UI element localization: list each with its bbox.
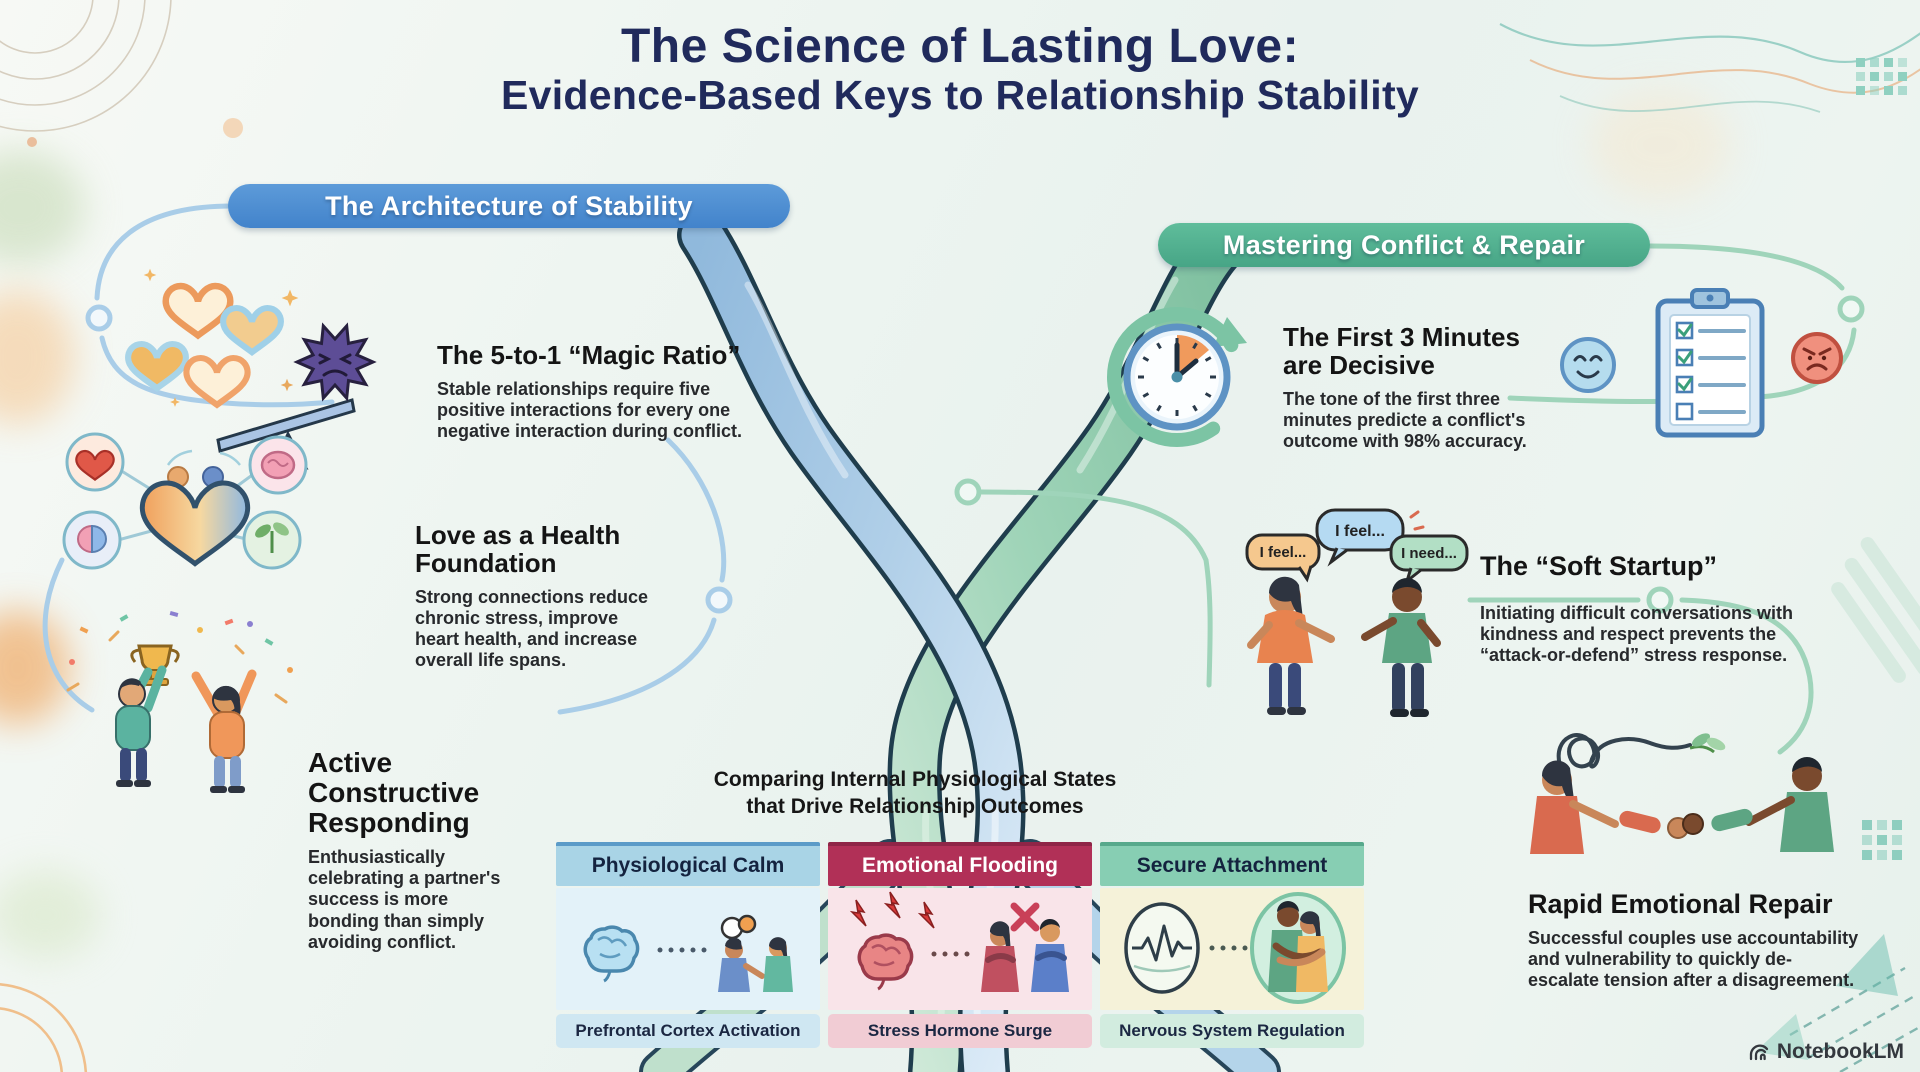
arguing-couple	[981, 902, 1069, 992]
item-heading: The “Soft Startup”	[1480, 551, 1717, 581]
angry-face-icon	[1791, 332, 1843, 384]
connector-node	[954, 478, 982, 506]
celebrating-couple-trophy-icon	[66, 611, 293, 793]
lightning-bolts	[849, 891, 935, 929]
decor-triangle-teal	[1836, 934, 1898, 996]
section-header-label: Mastering Conflict & Repair	[1222, 229, 1586, 260]
decor-blob-sage-bottom	[0, 870, 100, 960]
tangle-to-leaf-handshake-icon	[1530, 733, 1834, 854]
comparison-title-line1: Comparing Internal Physiological States	[713, 768, 1117, 791]
section-header-mastering-conflict-repair: Mastering Conflict & Repair	[1158, 223, 1650, 267]
stressed-brain-icon	[857, 933, 914, 991]
section-header-label: The Architecture of Stability	[325, 190, 693, 221]
item-heading: Rapid Emotional Repair	[1528, 889, 1833, 919]
repair-man-figure	[1745, 757, 1834, 852]
svg-text:I feel...: I feel...	[1260, 544, 1307, 561]
decor-arcs-bottomleft	[0, 983, 88, 1072]
connector-left	[42, 203, 727, 715]
comparison-table: Physiological Calm	[556, 842, 1364, 1048]
watermark: NotebookLM	[1747, 1040, 1904, 1064]
item-body: The tone of the first three minutes pred…	[1283, 388, 1527, 452]
decor-grid-right-top	[1856, 58, 1907, 95]
svg-text:I need...: I need...	[1401, 545, 1457, 562]
talking-man-figure	[1361, 578, 1441, 717]
column-secure-attachment: Secure Attachment	[1100, 842, 1364, 1048]
calm-brain-couple-icon	[583, 914, 793, 992]
column-illustration	[556, 888, 820, 1010]
speech-bubble-orange: I feel...	[1245, 533, 1321, 583]
leaf-sprig	[1689, 733, 1726, 754]
connector-node	[85, 304, 113, 332]
decor-dot-peach	[223, 118, 243, 138]
waveform-hugging-couple-icon	[1124, 892, 1346, 1004]
heart-health-hub-icon	[62, 432, 308, 570]
watermark-label: NotebookLM	[1776, 1040, 1904, 1063]
column-footer: Nervous System Regulation	[1100, 1014, 1364, 1048]
column-header: Emotional Flooding	[828, 842, 1092, 886]
checklist-faces-icon	[1560, 288, 1843, 438]
connector-node	[705, 586, 733, 614]
column-header: Physiological Calm	[556, 842, 820, 886]
decor-dot-small	[27, 137, 37, 147]
svg-text:I feel...: I feel...	[1335, 523, 1385, 540]
item-body: Initiating difficult conversations with …	[1480, 602, 1794, 666]
celebrating-person-right	[191, 669, 257, 793]
celebrating-person-left	[115, 665, 167, 787]
confetti	[66, 611, 293, 704]
page-title-line2: Evidence-Based Keys to Relationship Stab…	[500, 72, 1420, 119]
hugging-couple-bubble	[1250, 892, 1346, 1004]
item-body: Enthusiastically celebrating a partner's…	[308, 846, 501, 952]
item-first-3-minutes: The First 3 Minutes are Decisive The ton…	[1283, 322, 1563, 452]
tangle-scribble	[1556, 733, 1692, 769]
repair-woman-figure	[1530, 760, 1619, 854]
calm-couple	[718, 914, 793, 992]
connector-node	[1646, 586, 1674, 614]
column-illustration	[1100, 888, 1364, 1010]
decor-arcs-topleft	[0, 0, 172, 132]
column-footer: Prefrontal Cortex Activation	[556, 1014, 820, 1048]
item-active-constructive-responding: Active Constructive Responding Enthusias…	[308, 748, 538, 953]
item-body: Strong connections reduce chronic stress…	[415, 586, 649, 671]
item-heading: The First 3 Minutes are Decisive	[1283, 322, 1520, 380]
item-heading: Love as a Health Foundation	[415, 520, 621, 578]
talking-woman-figure	[1247, 576, 1335, 715]
decor-triangle-teal-2	[1755, 1014, 1808, 1060]
decor-dashes-bottomright	[1789, 966, 1920, 1072]
handshake-icon	[1619, 808, 1753, 839]
page-title-line1: The Science of Lasting Love:	[620, 20, 1300, 73]
comparison-title: Comparing Internal Physiological States …	[615, 766, 1215, 821]
decor-blob-cream	[1590, 90, 1730, 200]
connector-node	[1837, 295, 1865, 323]
item-soft-startup: The “Soft Startup” Initiating difficult …	[1480, 552, 1835, 667]
item-body: Successful couples use accountability an…	[1528, 927, 1859, 991]
calm-brain-icon	[583, 925, 640, 983]
item-heading: Active Constructive Responding	[308, 747, 480, 838]
stressed-brain-arguing-couple-icon	[849, 891, 1069, 992]
waveform-icon	[1124, 902, 1200, 994]
page-title: The Science of Lasting Love: Evidence-Ba…	[0, 20, 1920, 120]
item-magic-ratio: The 5-to-1 “Magic Ratio” Stable relation…	[437, 340, 777, 443]
three-minute-clock-icon	[1107, 307, 1247, 447]
column-physiological-calm: Physiological Calm	[556, 842, 820, 1048]
column-emotional-flooding: Emotional Flooding	[828, 842, 1092, 1048]
clipboard-checklist-icon	[1655, 288, 1765, 438]
column-illustration	[828, 888, 1092, 1010]
column-header: Secure Attachment	[1100, 842, 1364, 886]
smiley-face-icon	[1560, 337, 1616, 393]
comparison-title-line2: that Drive Relationship Outcomes	[746, 795, 1084, 819]
item-love-health-foundation: Love as a Health Foundation Strong conne…	[415, 520, 665, 672]
item-rapid-emotional-repair: Rapid Emotional Repair Successful couple…	[1528, 890, 1868, 992]
speech-bubble-blue: I feel...	[1315, 508, 1425, 567]
decor-stripes-right	[1831, 536, 1920, 683]
section-header-architecture-of-stability: The Architecture of Stability	[228, 184, 790, 228]
item-body: Stable relationships require five positi…	[437, 378, 743, 442]
notebooklm-logo-icon	[1749, 1044, 1768, 1061]
column-footer: Stress Hormone Surge	[828, 1014, 1092, 1048]
decor-grid-right-bottom	[1862, 820, 1902, 860]
item-heading: The 5-to-1 “Magic Ratio”	[437, 340, 741, 370]
speech-bubble-green: I need...	[1389, 534, 1469, 586]
couple-talking-icon: I feel... I feel... I need...	[1245, 508, 1469, 717]
